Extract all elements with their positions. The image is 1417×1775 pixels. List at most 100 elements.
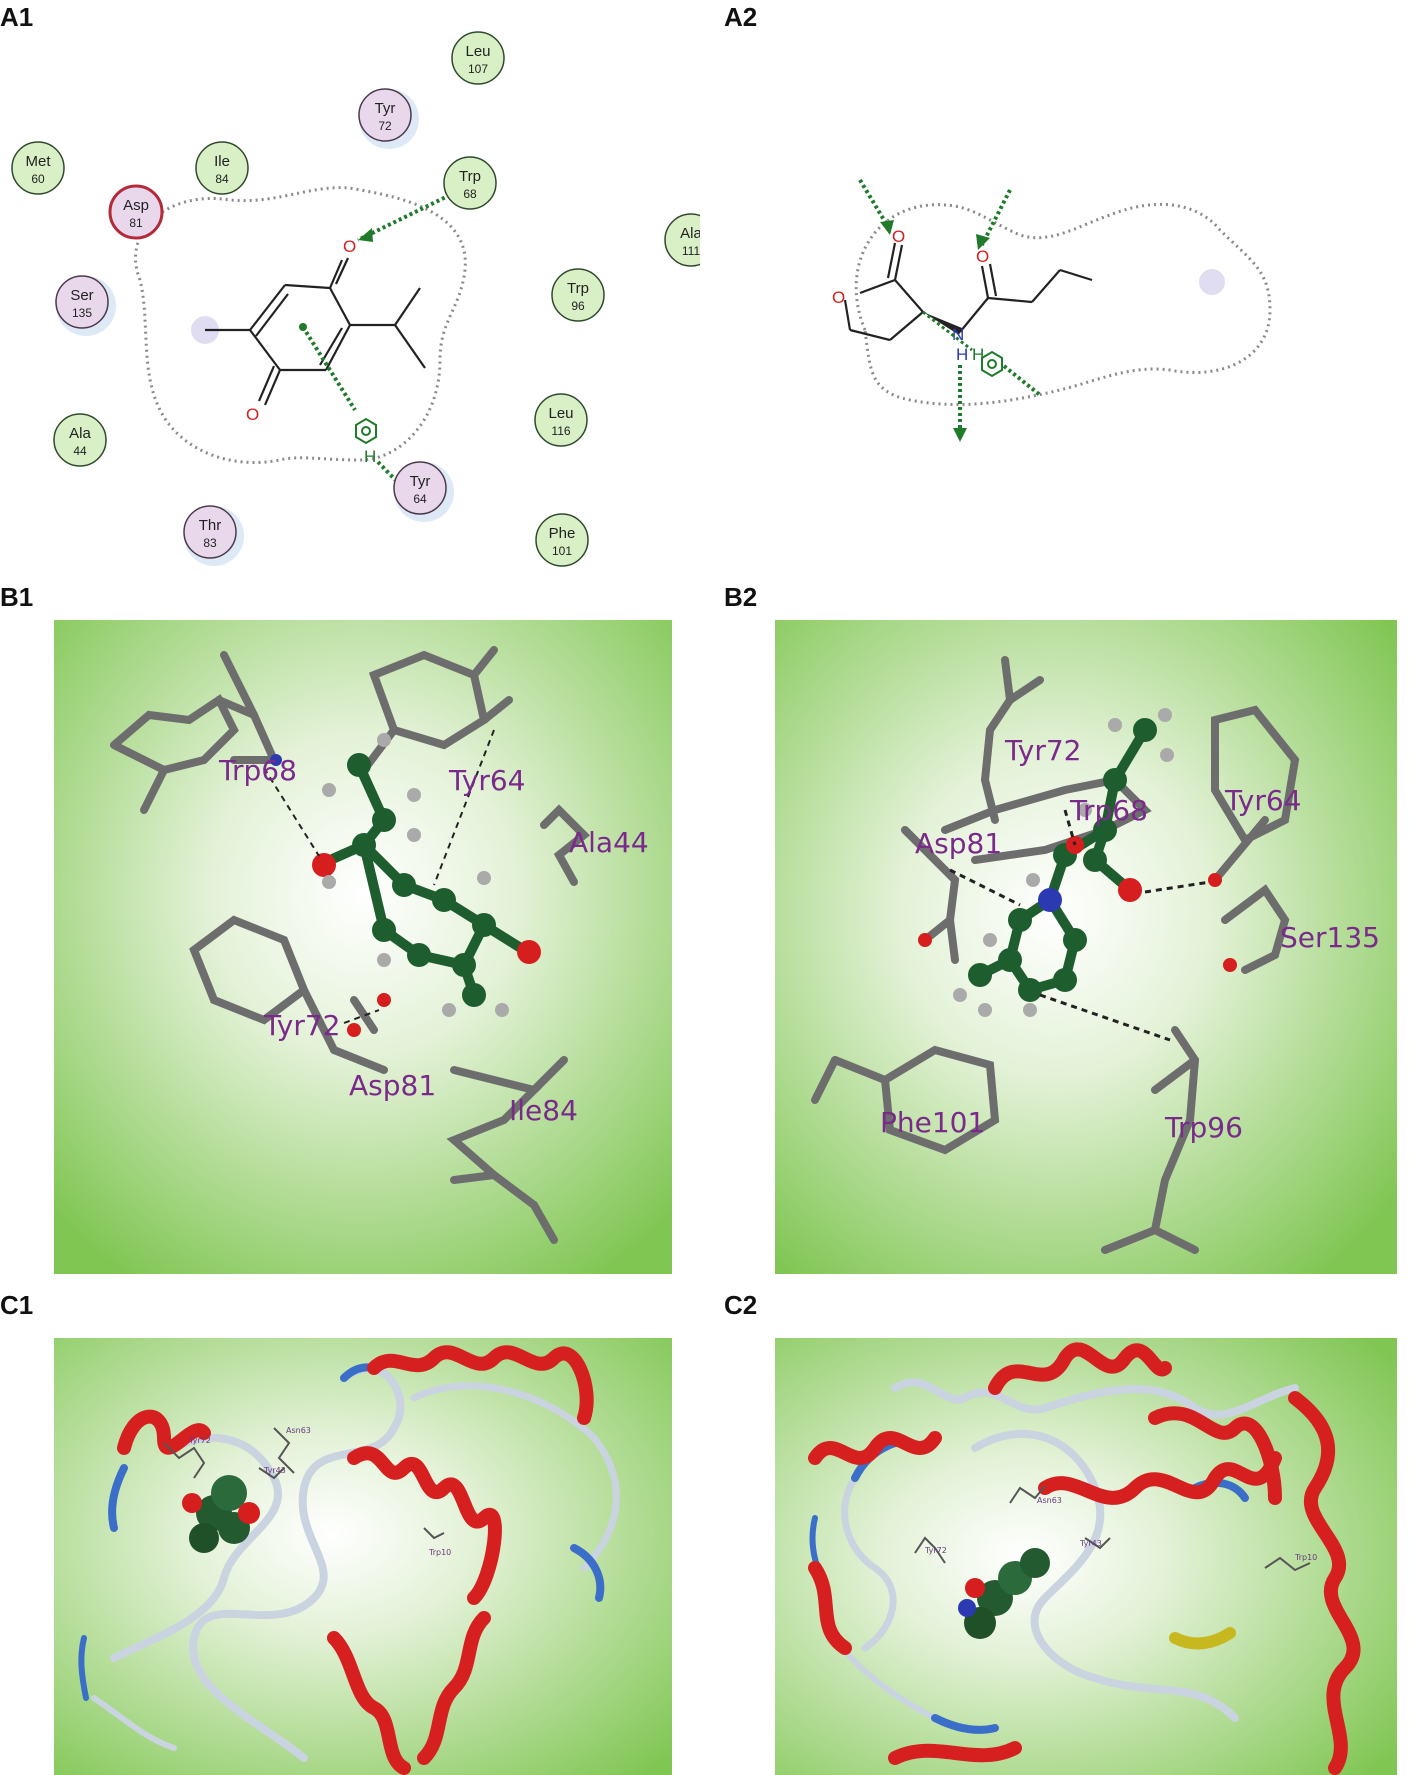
a1-residue-number: 83 (203, 536, 217, 550)
c1-protein-ribbon: Tyr72 Asn63 Tyr43 Trp10 (54, 1338, 672, 1775)
b1-residue-sticks (110, 646, 590, 1244)
b1-label-tyr64: Tyr64 (448, 764, 525, 797)
a1-residue-name: Leu (465, 43, 490, 60)
a1-residue-name: Asp (123, 197, 149, 214)
a1-residue-ala44: Ala44 (53, 413, 107, 467)
b1-label-asp81: Asp81 (349, 1069, 436, 1102)
a1-residue-disc (534, 393, 588, 447)
b2-ligand-ball-and-stick (953, 708, 1174, 1017)
panel-label-b1: B1 (0, 582, 34, 612)
a1-residue-tyr64: Tyr 64 (393, 461, 454, 522)
a1-residue-name: Tyr (375, 100, 396, 117)
a1-residue-name: Trp (459, 168, 481, 185)
a2-atom-oxygen-carbonyl-1: O (892, 227, 905, 246)
c1-helices (117, 1345, 594, 1775)
a1-residue-ser135: Ser 135 (55, 275, 116, 336)
panel-label-b2: B2 (724, 582, 758, 612)
panel-label-a1: A1 (0, 2, 34, 32)
c2-protein-ribbon: Asn63 Tyr72 Tyr43 Trp10 (775, 1338, 1397, 1775)
a1-residue-met60: Met 60 (11, 141, 65, 195)
b2-label-trp96: Trp96 (1164, 1111, 1243, 1144)
a1-residue-name: Ile (214, 153, 230, 170)
a1-atom-hydrogen: H (364, 447, 376, 466)
c2-label-asn63: Asn63 (1037, 1496, 1062, 1505)
a2-pi-h-interaction (922, 310, 973, 352)
b2-binding-pose: Tyr72 Trp68 Asp81 Tyr64 Ser135 Phe101 Tr… (775, 620, 1397, 1274)
a1-residue-phe101: Phe 101 (535, 513, 589, 567)
b2-label-trp68: Trp68 (1069, 794, 1148, 827)
a2-atom-oxygen-ring: O (832, 288, 845, 307)
c1-label-trp10: Trp10 (428, 1548, 451, 1557)
a1-residue-disc (53, 413, 107, 467)
b1-label-ala44: Ala44 (569, 826, 649, 859)
a1-residue-name: Ala (69, 425, 91, 442)
c2-label-tyr72: Tyr72 (924, 1546, 947, 1555)
a1-residue-number: 116 (551, 424, 570, 438)
c1-label-tyr72: Tyr72 (188, 1436, 211, 1445)
b2-residue-sticks (811, 656, 1300, 1254)
a1-residue-name: Met (25, 153, 51, 170)
b2-label-tyr72: Tyr72 (1004, 734, 1081, 767)
b2-label-ser135: Ser135 (1280, 921, 1380, 954)
b1-label-tyr72: Tyr72 (263, 1009, 340, 1042)
a1-residue-number: 101 (552, 544, 572, 558)
a1-residue-ile84: Ile84 (195, 141, 249, 195)
b2-interaction-lines (949, 809, 1211, 1042)
a1-residue-number: 96 (571, 299, 585, 313)
a1-residue-name: Tyr (410, 473, 431, 490)
b1-label-ile84: Ile84 (509, 1094, 578, 1127)
a1-residue-number: 111 (682, 244, 700, 258)
a1-residue-name: Ser (70, 287, 93, 304)
c1-residue-sticks (163, 1427, 445, 1540)
a2-atom-oxygen-carbonyl-2: O (976, 247, 989, 266)
a1-residue-asp81: Asp81 (108, 184, 164, 240)
a1-residue-name: Trp (567, 280, 589, 297)
a1-residue-disc (443, 156, 497, 210)
a1-residue-disc (11, 141, 65, 195)
a2-interaction-diagram: O O O N H H Leu116Leu107Met60Trp68Tyr72T… (720, 30, 1417, 570)
a1-residue-tyr72: Tyr72 (358, 88, 419, 149)
c1-label-tyr43: Tyr43 (263, 1466, 286, 1475)
a1-atom-oxygen-top: O (343, 237, 356, 256)
a2-hbond-tyr64 (980, 189, 1012, 246)
a1-residue-disc (358, 88, 412, 142)
a1-ligand-structure (205, 257, 426, 406)
a1-residue-trp68: Trp 68 (443, 156, 497, 210)
a1-residue-name: Phe (549, 525, 576, 542)
a2-aromatic-ring-icon (981, 350, 1003, 378)
a1-residue-disc (108, 184, 164, 240)
a1-residue-number: 60 (31, 172, 45, 186)
b1-binding-pose: Trp68 Tyr64 Ala44 Tyr72 Asp81 Ile84 (54, 620, 672, 1274)
a2-ligand-structure (843, 242, 1093, 342)
a1-atom-oxygen-bottom: O (246, 405, 259, 424)
b1-interaction-lines (263, 729, 495, 1024)
a1-residue-disc (664, 213, 700, 267)
panel-label-c2: C2 (724, 1290, 758, 1320)
a2-atom-hydrogen-nh: H (956, 345, 968, 364)
b1-ligand-ball-and-stick (312, 733, 541, 1017)
c1-label-asn63: Asn63 (286, 1426, 311, 1435)
a1-residue-number: 68 (463, 187, 477, 201)
b1-label-trp68: Trp68 (218, 754, 297, 787)
a1-residue-disc (393, 461, 447, 515)
panel-label-a2: A2 (724, 2, 758, 32)
c2-label-tyr43: Tyr43 (1079, 1539, 1102, 1548)
c2-helices (808, 1342, 1361, 1775)
b2-label-asp81: Asp81 (915, 827, 1002, 860)
a1-residue-number: 107 (468, 62, 488, 76)
a2-atom-nitrogen: N (952, 325, 964, 344)
a1-residue-name: Ala (680, 225, 700, 242)
b2-label-phe101: Phe101 (880, 1106, 985, 1139)
c2-residue-sticks (914, 1485, 1311, 1572)
panel-label-c1: C1 (0, 1290, 34, 1320)
a1-residue-disc (55, 275, 109, 329)
a1-residue-disc (451, 31, 505, 85)
a1-residue-number: 135 (72, 306, 92, 320)
a1-residue-number: 64 (413, 492, 427, 506)
a2-pocket-outline (854, 202, 1272, 407)
a1-hbond-trp68 (357, 193, 451, 242)
c2-coils (809, 1378, 1299, 1734)
a1-residue-leu107: Leu 107 (451, 31, 505, 85)
